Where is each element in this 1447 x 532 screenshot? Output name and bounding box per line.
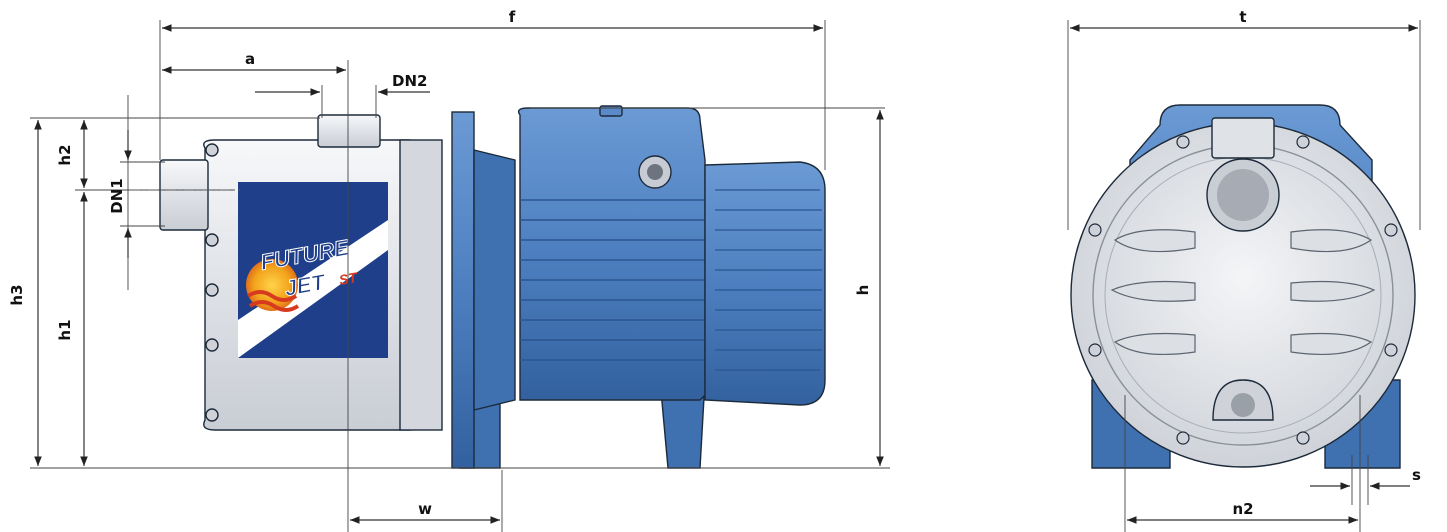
logo-wave-icon <box>246 290 300 312</box>
dim-h-label: h <box>854 285 872 296</box>
front-delivery-outlet <box>1211 117 1275 159</box>
body-bolt <box>205 408 219 422</box>
body-bolt <box>205 143 219 157</box>
dim-s-label: s <box>1412 466 1421 484</box>
label-stripe <box>238 220 388 358</box>
body-bolt <box>205 338 219 352</box>
motor-flange <box>451 111 475 469</box>
body-bolt <box>205 283 219 297</box>
dim-h1-label: h1 <box>56 319 74 340</box>
front-view <box>1070 104 1416 469</box>
front-drain-core <box>1231 393 1255 417</box>
front-suction-core <box>1217 169 1269 221</box>
body-bolt <box>205 233 219 247</box>
front-bolts <box>1088 135 1398 445</box>
dim-h3-label: h3 <box>8 284 26 305</box>
fan-cover-ribs <box>715 189 822 371</box>
dim-t-label: t <box>1239 8 1246 26</box>
motor-bracket <box>473 149 516 411</box>
terminal-box <box>599 105 623 117</box>
dim-h2-label: h2 <box>56 144 74 165</box>
dim-f-label: f <box>509 8 516 26</box>
dim-dn1-label: DN1 <box>108 178 126 213</box>
dim-dn2-label: DN2 <box>392 72 427 90</box>
dim-w-label: w <box>418 500 432 518</box>
side-dimensions: f a DN2 h3 h2 h1 DN1 h <box>8 8 890 532</box>
front-dimensions: t n2 s <box>1067 8 1421 532</box>
logo-suffix: ST <box>338 269 360 288</box>
side-view: FUTURE JET ST <box>159 105 826 469</box>
cooling-fins <box>520 199 705 361</box>
motor-body <box>517 107 706 401</box>
delivery-outlet <box>317 114 381 148</box>
front-ribs <box>1110 229 1376 356</box>
dim-a-label: a <box>245 50 255 68</box>
dim-n2-label: n2 <box>1232 500 1253 518</box>
suction-inlet <box>159 159 209 231</box>
fan-cover <box>704 161 826 406</box>
pump-body-band <box>399 139 443 431</box>
cable-gland-core <box>647 164 663 180</box>
